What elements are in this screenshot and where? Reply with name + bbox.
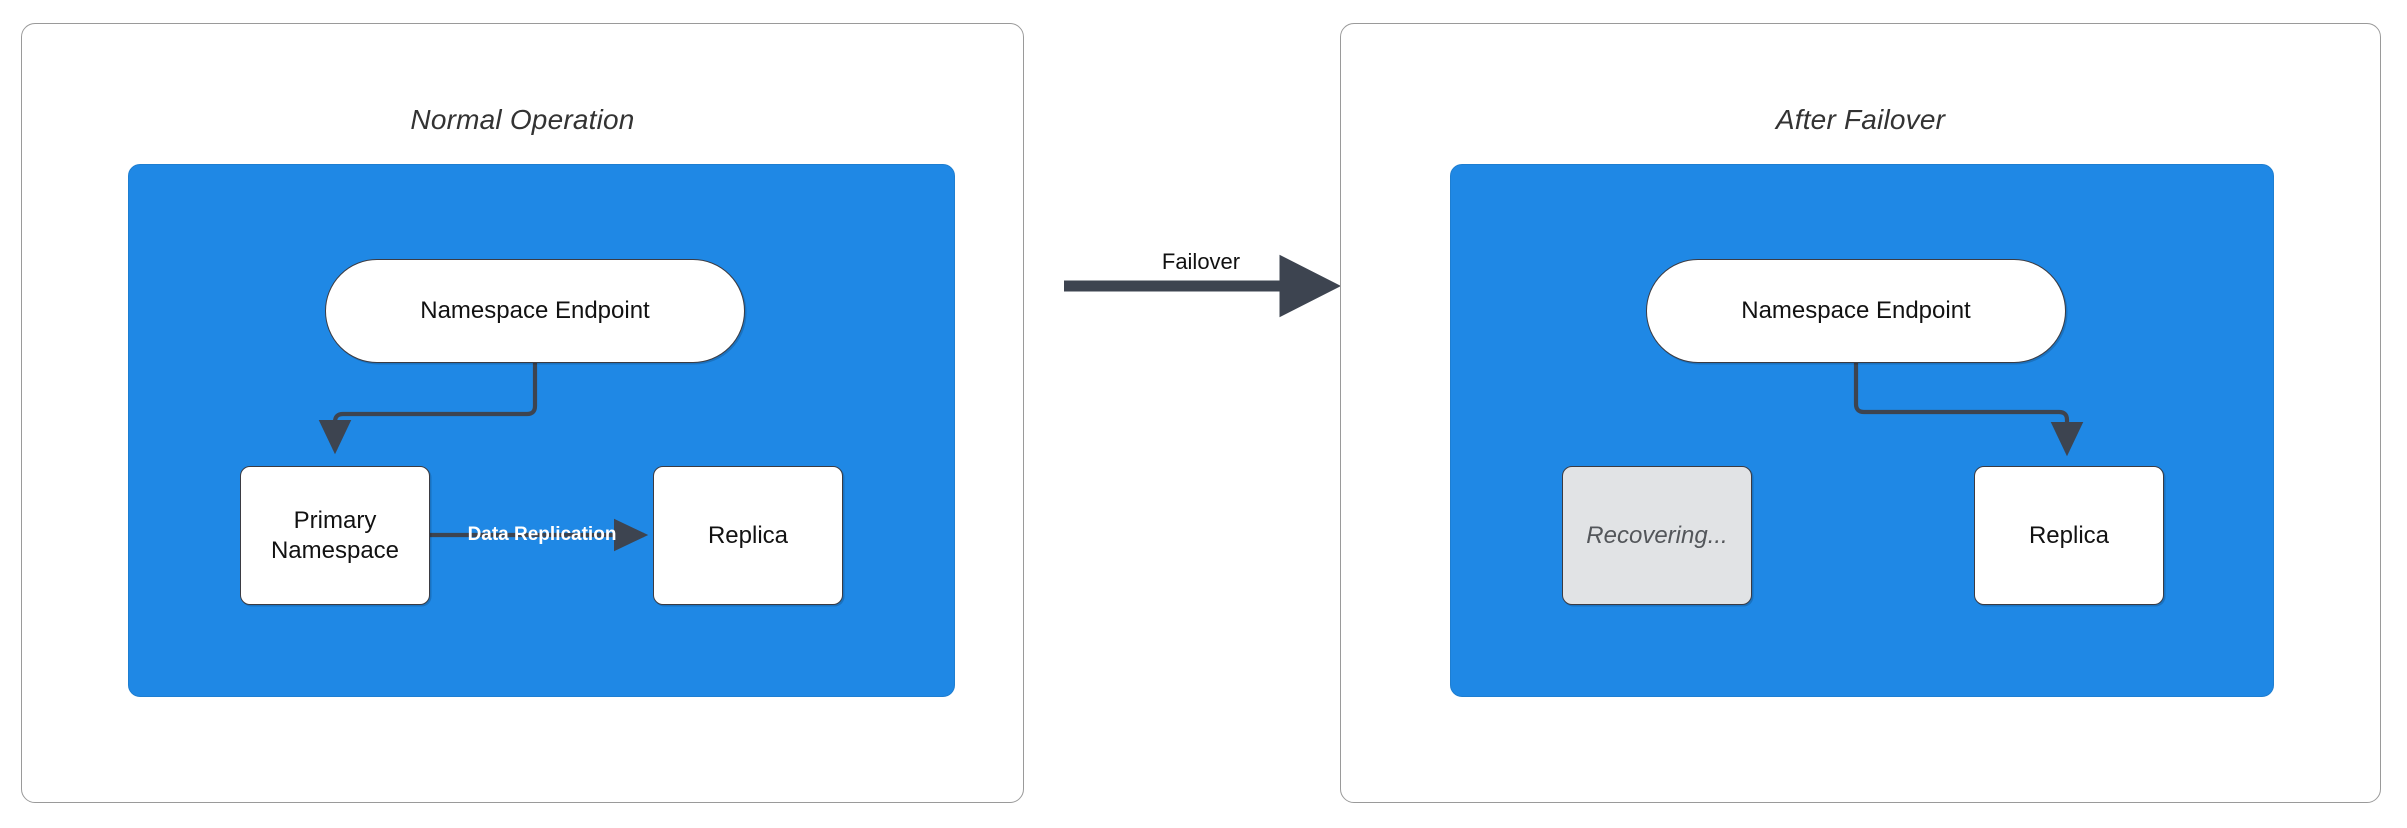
node-namespace-endpoint-primary[interactable]: Namespace Endpoint	[325, 259, 745, 363]
node-label-line1: Primary	[293, 507, 377, 535]
region-normal-operation	[128, 164, 955, 697]
edge-label-failover: Failover	[1161, 249, 1241, 274]
node-namespace-endpoint-failover[interactable]: Namespace Endpoint	[1646, 259, 2066, 363]
region-after-failover	[1450, 164, 2274, 697]
node-primary-namespace[interactable]: Primary Namespace	[240, 466, 430, 605]
node-label: Primary Namespace	[271, 506, 399, 565]
node-label: Replica	[707, 521, 789, 549]
node-label-line2: Namespace	[270, 536, 400, 564]
edge-label-data-replication: Data Replication	[467, 524, 617, 545]
node-replica-normal[interactable]: Replica	[653, 466, 843, 605]
node-label: Namespace Endpoint	[420, 297, 650, 325]
node-recovering[interactable]: Recovering...	[1562, 466, 1752, 605]
node-replica-promoted[interactable]: Replica	[1974, 466, 2164, 605]
panel-title-after-failover: After Failover	[1775, 104, 1946, 135]
panel-title-normal-operation: Normal Operation	[410, 104, 635, 135]
node-label: Recovering...	[1586, 521, 1728, 549]
node-label: Replica	[2028, 521, 2110, 549]
node-label: Namespace Endpoint	[1741, 297, 1971, 325]
